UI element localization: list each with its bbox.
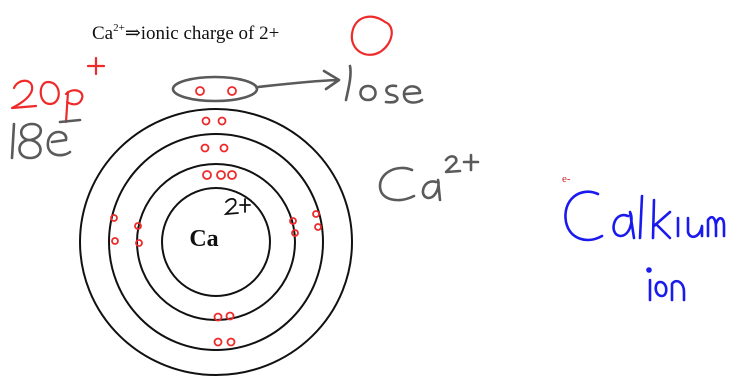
- shell-4: [79, 108, 353, 376]
- electron: [219, 143, 229, 153]
- electron: [200, 143, 210, 153]
- handwritten-18e-minus: [10, 118, 82, 160]
- electron: [134, 222, 142, 230]
- electron: [225, 311, 235, 321]
- electron: [213, 337, 223, 347]
- electron: [110, 214, 118, 222]
- lose-arrow: [256, 69, 341, 91]
- electron: [227, 86, 237, 96]
- stray-e-label: e-: [562, 173, 571, 185]
- handwritten-20p-plus: [10, 56, 106, 124]
- headline: Ca2+⇒ionic charge of 2+: [92, 22, 279, 45]
- headline-species: Ca: [92, 23, 114, 44]
- handwritten-ca-2-plus: [378, 153, 480, 202]
- nucleus-charge-note: [223, 198, 251, 216]
- electron: [289, 217, 297, 225]
- electron: [201, 116, 211, 126]
- nucleus-ring: [161, 187, 271, 297]
- electron: [314, 223, 322, 231]
- nucleus-symbol: Ca: [189, 226, 219, 252]
- electron: [111, 237, 119, 245]
- charge-highlight-circle: [350, 15, 393, 56]
- electron-shells: [79, 108, 353, 376]
- electron: [227, 170, 237, 180]
- handwritten-lose: [344, 64, 424, 104]
- electron: [312, 210, 320, 218]
- electron: [213, 312, 223, 322]
- electron: [216, 170, 226, 180]
- electron: [217, 116, 227, 126]
- handwritten-calcium-ion: [564, 190, 726, 302]
- shell-3: [108, 133, 324, 351]
- electron: [202, 170, 212, 180]
- headline-charge: 2+: [113, 22, 125, 34]
- headline-text: ionic charge of 2+: [140, 23, 280, 44]
- electron: [195, 86, 205, 96]
- electron: [291, 229, 299, 237]
- electron: [226, 337, 236, 347]
- lost-electrons-oval: [171, 75, 259, 103]
- electrons: [110, 86, 322, 347]
- electron: [135, 239, 143, 247]
- headline-arrow: ⇒: [124, 23, 141, 44]
